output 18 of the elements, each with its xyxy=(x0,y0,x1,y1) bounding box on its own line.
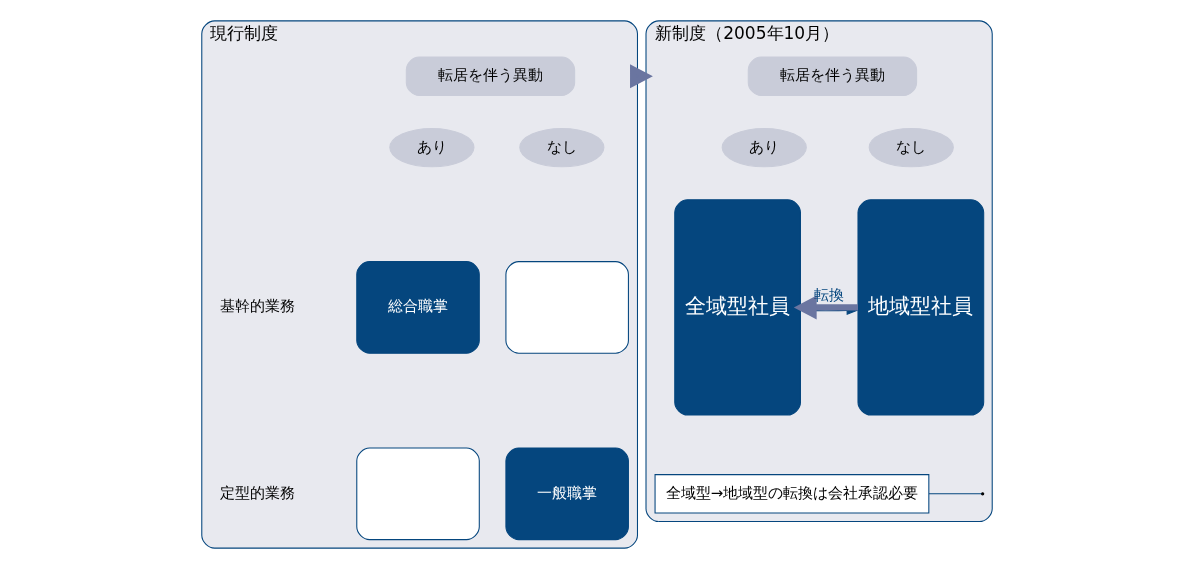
arrow xyxy=(630,64,653,89)
node-box xyxy=(505,261,629,354)
node-box: 全域型社員 xyxy=(674,199,801,416)
connector xyxy=(928,493,982,495)
label: 基幹的業務 xyxy=(219,297,295,316)
node-box: 地域型社員 xyxy=(857,199,985,416)
node-ellipse: あり xyxy=(389,127,475,168)
node-box: 総合職掌 xyxy=(356,261,480,354)
node-box xyxy=(356,447,480,541)
node-box: 転居を伴う異動 xyxy=(405,56,576,96)
node-ellipse: なし xyxy=(519,127,605,168)
label: 定型的業務 xyxy=(219,483,295,502)
node-box: 一般職掌 xyxy=(505,447,629,541)
node-box: 転居を伴う異動 xyxy=(747,56,918,96)
node-ellipse: あり xyxy=(721,127,807,168)
node-box: 全域型→地域型の転換は会社承認必要 xyxy=(654,474,930,514)
node-ellipse: なし xyxy=(868,127,954,168)
edge-label: 転換 xyxy=(814,286,845,305)
